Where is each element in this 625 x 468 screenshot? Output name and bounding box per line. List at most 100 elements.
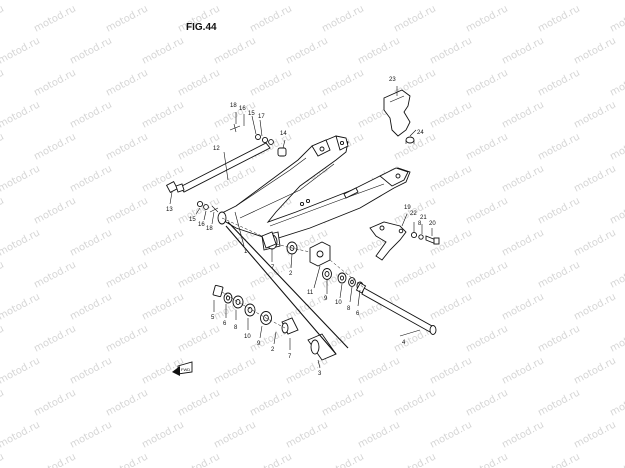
callout: 17	[258, 114, 265, 120]
watermark-text: motod.ru	[212, 0, 258, 3]
callout: 1	[244, 249, 248, 255]
watermark-text: motod.ru	[608, 195, 625, 226]
figure-title: FIG.44	[186, 22, 217, 33]
watermark-text: motod.ru	[32, 387, 78, 418]
watermark-text: motod.ru	[176, 67, 222, 98]
watermark-text: motod.ru	[104, 3, 150, 34]
watermark-text: motod.ru	[140, 291, 186, 322]
pivot-parts-right	[261, 231, 364, 291]
callout-labels: 23 24 18 16 15 17 14 12 13 15 16 18 1 7 …	[166, 77, 436, 377]
watermark-text: motod.ru	[608, 3, 625, 34]
callout: 23	[389, 77, 396, 83]
watermark-text: motod.ru	[356, 355, 402, 386]
watermark-text: motod.ru	[284, 35, 330, 66]
callout: 18	[230, 103, 237, 109]
watermark-text: motod.ru	[392, 451, 438, 468]
watermark-text: motod.ru	[356, 35, 402, 66]
watermark-text: motod.ru	[572, 35, 618, 66]
chain-guard	[383, 89, 415, 144]
watermark-text: motod.ru	[572, 291, 618, 322]
callout: 7	[271, 265, 275, 271]
watermark-text: motod.ru	[320, 451, 366, 468]
watermark-text: motod.ru	[356, 0, 402, 3]
watermark-text: motod.ru	[104, 451, 150, 468]
callout: 18	[206, 226, 213, 232]
callout: 8	[234, 325, 238, 331]
callout: 14	[280, 131, 287, 137]
watermark-text: motod.ru	[428, 355, 474, 386]
watermark-text: motod.ru	[572, 99, 618, 130]
watermark-text: motod.ru	[140, 227, 186, 258]
watermark-text: motod.ru	[500, 163, 546, 194]
watermark-text: motod.ru	[0, 99, 42, 130]
fwd-label: FWD	[181, 367, 190, 372]
watermark-text: motod.ru	[68, 0, 114, 3]
callout: 15	[189, 217, 196, 223]
watermark-text: motod.ru	[320, 67, 366, 98]
watermark-text: motod.ru	[428, 35, 474, 66]
watermark-text: motod.ru	[104, 259, 150, 290]
watermark-text: motod.ru	[0, 35, 42, 66]
watermark-text: motod.ru	[248, 67, 294, 98]
watermark-text: motod.ru	[608, 451, 625, 468]
watermark-text: motod.ru	[32, 259, 78, 290]
watermark-text: motod.ru	[536, 451, 582, 468]
watermark-text: motod.ru	[356, 419, 402, 450]
watermark-text: motod.ru	[0, 419, 42, 450]
watermark-text: motod.ru	[500, 419, 546, 450]
callout: 9	[257, 341, 261, 347]
callout: 12	[213, 146, 220, 152]
watermark-text: motod.ru	[68, 35, 114, 66]
callout: 7	[288, 354, 292, 360]
callout: 24	[417, 130, 424, 136]
watermark-text: motod.ru	[0, 259, 6, 290]
watermark-text: motod.ru	[0, 131, 6, 162]
watermark-text: motod.ru	[248, 131, 294, 162]
watermark-text: motod.ru	[428, 0, 474, 3]
callout: 22	[410, 211, 417, 217]
watermark-text: motod.ru	[0, 67, 6, 98]
watermark-text: motod.ru	[0, 387, 6, 418]
watermark-text: motod.ru	[500, 227, 546, 258]
watermark-text: motod.ru	[248, 451, 294, 468]
torque-rod	[165, 123, 287, 213]
watermark-text: motod.ru	[536, 259, 582, 290]
callout: 20	[429, 221, 436, 227]
callout: 19	[404, 205, 411, 211]
watermark-text: motod.ru	[0, 3, 6, 34]
watermark-text: motod.ru	[104, 323, 150, 354]
watermark-text: motod.ru	[68, 355, 114, 386]
watermark-text: motod.ru	[68, 99, 114, 130]
watermark-text: motod.ru	[608, 259, 625, 290]
watermark-text: motod.ru	[176, 451, 222, 468]
watermark-text: motod.ru	[284, 355, 330, 386]
watermark-text: motod.ru	[572, 227, 618, 258]
watermark-text: motod.ru	[572, 163, 618, 194]
watermark-text: motod.ru	[320, 387, 366, 418]
callout: 5	[211, 315, 215, 321]
callout: 16	[239, 106, 246, 112]
watermark-text: motod.ru	[464, 195, 510, 226]
watermark-text: motod.ru	[140, 419, 186, 450]
watermark-text: motod.ru	[32, 67, 78, 98]
watermark-text: motod.ru	[608, 323, 625, 354]
watermark-text: motod.ru	[0, 163, 42, 194]
callout: 10	[335, 300, 342, 306]
watermark-text: motod.ru	[464, 451, 510, 468]
watermark-text: motod.ru	[572, 419, 618, 450]
callout: 3	[318, 371, 322, 377]
watermark-text: motod.ru	[464, 387, 510, 418]
watermark-text: motod.ru	[0, 323, 6, 354]
callout: 21	[420, 215, 427, 221]
callout: 2	[289, 271, 293, 277]
watermark-text: motod.ru	[68, 291, 114, 322]
watermark-text: motod.ru	[392, 259, 438, 290]
watermark-text: motod.ru	[500, 35, 546, 66]
watermark-text: motod.ru	[536, 131, 582, 162]
callout: 6	[356, 311, 360, 317]
watermark-text: motod.ru	[0, 451, 6, 468]
watermark-text: motod.ru	[536, 323, 582, 354]
watermark-text: motod.ru	[248, 387, 294, 418]
